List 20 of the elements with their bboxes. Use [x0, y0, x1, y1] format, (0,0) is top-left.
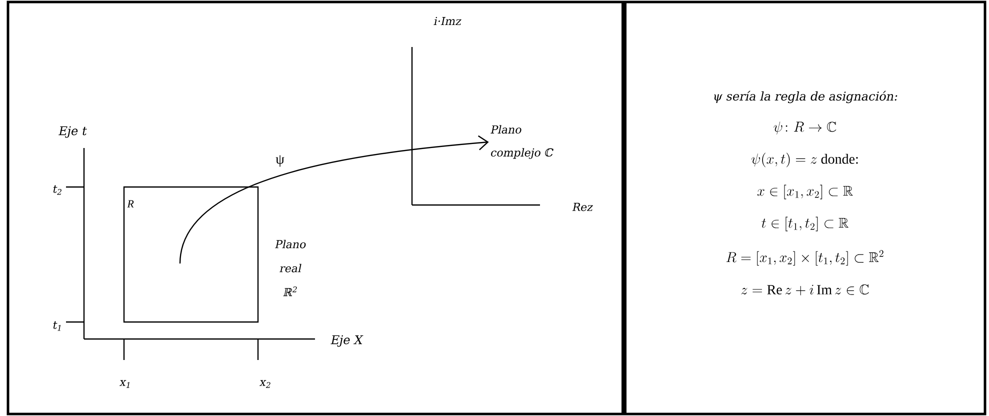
region-box: R: [123, 186, 259, 323]
formula: $\psi\colon R \to \mathbb{C}$: [774, 122, 836, 135]
axis-label: t$_{1}$: [53, 321, 60, 331]
plane-label: Plano complejo ℂ: [490, 125, 554, 159]
axis-label: Rez: [572, 202, 593, 212]
axis-label: ψ sería la regla de asignación:: [714, 90, 898, 104]
axis-label: x$_{1}$: [119, 380, 130, 388]
edge-label: ψ: [274, 154, 286, 168]
curved-arrow: [179, 135, 489, 264]
axis-label: Eje X: [330, 335, 364, 347]
axis-label: x$_{2}$: [259, 380, 270, 388]
axis-label: i·Imz: [434, 16, 462, 26]
formula: $t \in [t_1, t_2] \subset \mathbb{R}$: [762, 216, 848, 232]
plane-label: Plano real ℝ$^{2}$: [275, 240, 306, 296]
formula: $R = [x_1, x_2] \times [t_1, t_2] \subset \mathbb{R}^2$: [726, 250, 884, 266]
formula: $x \in [x_1, x_2] \subset \mathbb{R}$: [757, 184, 853, 200]
formula: $z = \operatorname{Re} z + i \operatorname{Im} z \in \mathbb{C}$: [741, 284, 869, 296]
axis-label: Eje t: [58, 126, 87, 138]
formula: $\psi(x,t) = z \text{ donde:}$: [751, 152, 858, 168]
axis-label: t$_{2}$: [53, 185, 62, 195]
